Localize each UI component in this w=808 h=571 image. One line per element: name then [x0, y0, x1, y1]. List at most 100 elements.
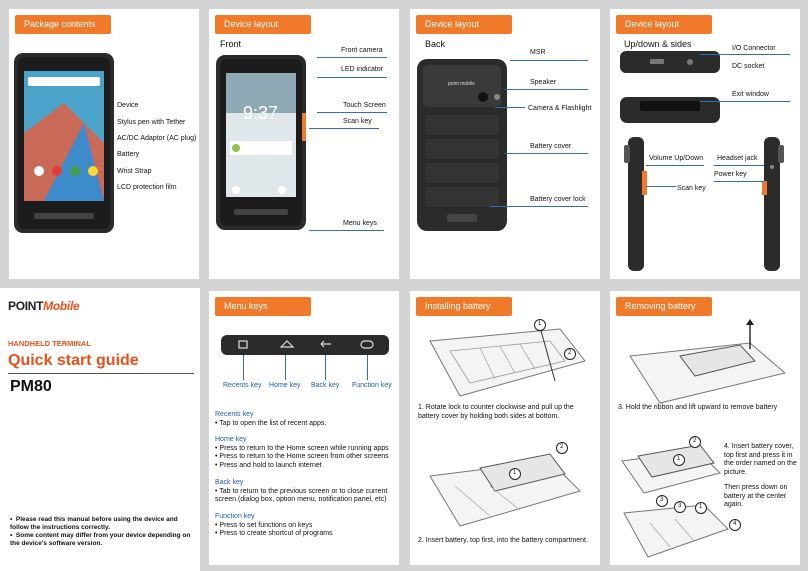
device-left-side-image: [624, 137, 647, 271]
removing-battery-header: Removing battery: [616, 297, 712, 316]
device-layout-front-header: Device layout: [215, 15, 311, 34]
step-marker: [673, 454, 685, 466]
install-step-2: 2. Insert battery, top first, into the b…: [418, 537, 588, 544]
menu-section-home: Home key • Press to return to the Home s…: [215, 436, 389, 469]
step-marker-label: 2: [693, 438, 697, 444]
device-layout-sides-panel: Device layout Up/down & sides I/O Connec…: [610, 9, 800, 279]
step-marker-label: 2: [568, 350, 572, 356]
step-marker: [689, 436, 701, 448]
step-marker: [556, 442, 568, 454]
scan-key-label: Scan key: [343, 118, 372, 125]
device-bottom-view-image: [620, 97, 720, 123]
package-item-label: Battery: [117, 151, 140, 158]
package-item-label: Device: [117, 102, 139, 109]
package-contents-header: Package contents: [15, 15, 111, 34]
step-marker-label: 3: [678, 503, 682, 509]
step-marker-label: 4: [733, 521, 737, 527]
leader-line: [317, 57, 387, 58]
leader-line: [700, 101, 790, 102]
menu-section-back: Back key • Tab to return to the previous…: [215, 479, 388, 504]
cover-note: • Some content may differ from your devi…: [10, 532, 191, 547]
cover-title: Quick start guide: [8, 352, 139, 369]
step-marker-label: 3: [660, 497, 664, 503]
volume-label: Volume Up/Down: [649, 155, 704, 162]
leader-line: [495, 107, 525, 108]
step-marker: [509, 468, 521, 480]
cover-insert-image-2: [623, 504, 729, 558]
back-subtitle: Back: [425, 39, 446, 49]
menu-keys-panel: Menu keys Recents key Home key Back key …: [209, 291, 399, 565]
step-marker-label: 1: [699, 504, 703, 510]
leader-line: [490, 206, 588, 207]
battery-cover-removal-image: [429, 326, 586, 397]
io-connector-label: I/O Connector: [732, 45, 776, 52]
package-contents-panel: Package contents Device Stylus pen with …: [9, 9, 199, 279]
leader-line: [714, 181, 764, 182]
brand-logo: POINTMobile: [8, 299, 80, 313]
front-subtitle: Front: [220, 39, 242, 49]
step-marker: [564, 348, 576, 360]
cover-panel: POINTMobile HANDHELD TERMINAL Quick star…: [0, 288, 200, 571]
speaker-label: Speaker: [530, 79, 557, 86]
brand-logo-mobile: Mobile: [43, 299, 80, 313]
battery-cover-label: Battery cover: [530, 143, 572, 150]
leader-line: [309, 230, 384, 231]
step-marker-label: 1: [538, 321, 542, 327]
removing-battery-panel: Removing battery 3. Hold the ribbon and …: [610, 291, 800, 565]
step-marker-label: 1: [513, 470, 517, 476]
scan-key-side-label: Scan key: [677, 185, 706, 192]
exit-window-label: Exit window: [732, 91, 769, 98]
power-key-label: Power key: [714, 171, 747, 178]
step-marker: [729, 519, 741, 531]
device-front-layout-image: [216, 55, 306, 230]
leader-line: [646, 165, 704, 166]
step-marker: [674, 501, 686, 513]
device-layout-front-panel: Device layout Front 9:37 Front camera LE…: [209, 9, 399, 279]
device-layout-sides-header: Device layout: [616, 15, 712, 34]
device-right-side-image: [762, 137, 784, 271]
device-layout-back-panel: Device layout Back point mobile MSR Spea…: [410, 9, 600, 279]
leader-line: [243, 355, 244, 380]
leader-line: [714, 165, 764, 166]
package-item-label: Stylus pen with Tether: [117, 119, 186, 126]
step-marker-label: 1: [677, 456, 681, 462]
battery-cover-lock-label: Battery cover lock: [530, 196, 586, 203]
msr-label: MSR: [530, 49, 546, 56]
remove-step-3: 3. Hold the ribbon and lift upward to re…: [618, 404, 778, 411]
function-key-label: Function key: [352, 382, 392, 389]
leader-line: [646, 186, 676, 187]
package-item-label: LCD protection film: [117, 184, 177, 191]
device-back-layout-image: [417, 59, 507, 231]
menu-section-recents: Recents key • Tap to open the list of re…: [215, 411, 327, 427]
menu-keys-header: Menu keys: [215, 297, 311, 316]
step-marker: [534, 319, 546, 331]
leader-line: [325, 355, 326, 380]
leader-line: [317, 112, 387, 113]
installing-battery-header: Installing battery: [416, 297, 512, 316]
device-layout-back-header: Device layout: [416, 15, 512, 34]
leader-line: [285, 355, 286, 380]
battery-lift-image: [629, 319, 787, 404]
back-brand: point mobile: [448, 81, 475, 87]
menu-keys-bar-image: [221, 335, 389, 355]
leader-line: [317, 77, 387, 78]
cover-model: PM80: [10, 378, 52, 395]
leader-line: [505, 89, 588, 90]
remove-step-4: 4. Insert battery cover, top first and p…: [724, 443, 797, 476]
home-key-label: Home key: [269, 382, 301, 389]
menu-section-function: Function key • Press to set functions on…: [215, 513, 333, 538]
package-item-label: AC/DC Adaptor (AC plug): [117, 135, 197, 142]
camera-flashlight-label: Camera & Flashlight: [528, 105, 592, 112]
sides-subtitle: Up/down & sides: [624, 39, 692, 49]
cover-insert-image-1: [621, 444, 721, 494]
remove-step-4b: Then press down on battery at the center…: [724, 484, 788, 508]
cover-kicker: HANDHELD TERMINAL: [8, 339, 91, 348]
title-divider: [8, 373, 194, 374]
menu-keys-label: Menu keys: [343, 220, 377, 227]
install-step-1: 1. Rotate lock to counter clockwise and …: [418, 404, 574, 420]
step-marker: [656, 495, 668, 507]
leader-line: [309, 128, 379, 129]
front-clock: 9:37: [243, 103, 279, 123]
device-top-view-image: [620, 51, 720, 73]
brand-logo-point: POINT: [8, 299, 44, 313]
